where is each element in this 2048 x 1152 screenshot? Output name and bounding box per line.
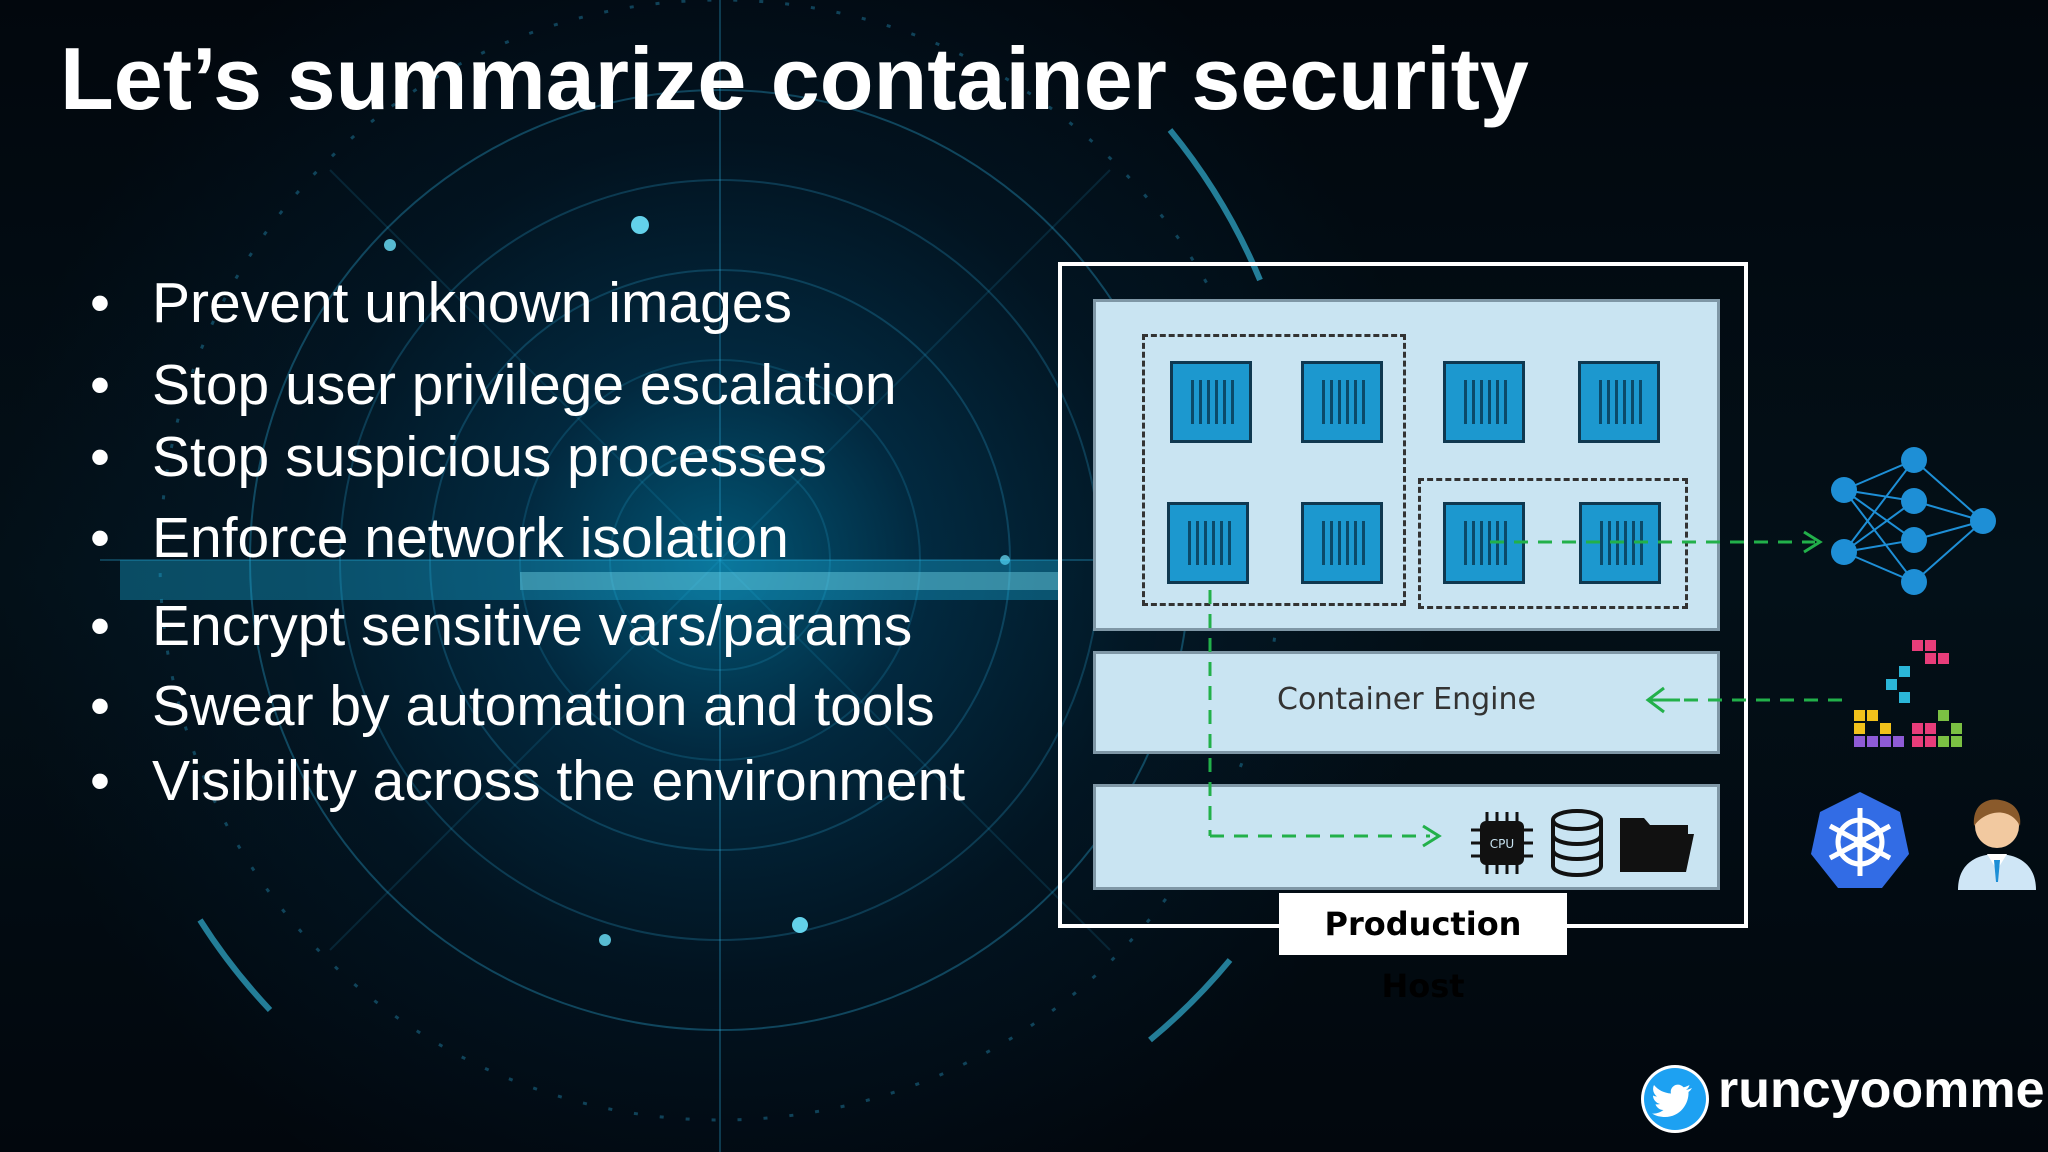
container-box xyxy=(1170,361,1252,443)
bullet-item: Stop user privilege escalation xyxy=(90,352,1050,424)
pixel-blocks-icon xyxy=(1854,640,1962,747)
container-box xyxy=(1301,502,1383,584)
slide-title: Let’s summarize container security xyxy=(60,29,1529,128)
container-box xyxy=(1578,361,1660,443)
container-box xyxy=(1443,361,1525,443)
container-box xyxy=(1167,502,1249,584)
bullet-item: Encrypt sensitive vars/params xyxy=(90,593,1050,673)
database-icon xyxy=(1551,809,1603,877)
folder-icon xyxy=(1620,818,1694,872)
container-engine-panel xyxy=(1093,651,1720,754)
kubernetes-wheel-icon xyxy=(1811,792,1909,888)
bullet-item: Prevent unknown images xyxy=(90,270,1050,352)
bullet-item: Stop suspicious processes xyxy=(90,424,1050,505)
container-engine-label: Container Engine xyxy=(1277,682,1536,717)
bullet-item: Swear by automation and tools xyxy=(90,673,1050,748)
container-group-dashed xyxy=(1418,478,1688,609)
bullet-item: Enforce network isolation xyxy=(90,505,1050,593)
container-box xyxy=(1443,502,1525,584)
bullet-item: Visibility across the environment xyxy=(90,748,1050,814)
twitter-handle: runcyoomme xyxy=(1718,1061,2045,1119)
container-box xyxy=(1579,502,1661,584)
person-avatar-icon xyxy=(1958,799,2036,890)
twitter-bird-icon xyxy=(1641,1065,1709,1133)
bullet-list: Prevent unknown images Stop user privile… xyxy=(90,270,1050,814)
container-box xyxy=(1301,361,1383,443)
cpu-chip-icon: CPU xyxy=(1471,812,1533,874)
neural-network-icon xyxy=(1831,447,1996,595)
cpu-chip-text: CPU xyxy=(1490,837,1514,851)
container-group-dashed xyxy=(1142,334,1406,606)
production-host-label: Production Host xyxy=(1279,893,1567,1005)
